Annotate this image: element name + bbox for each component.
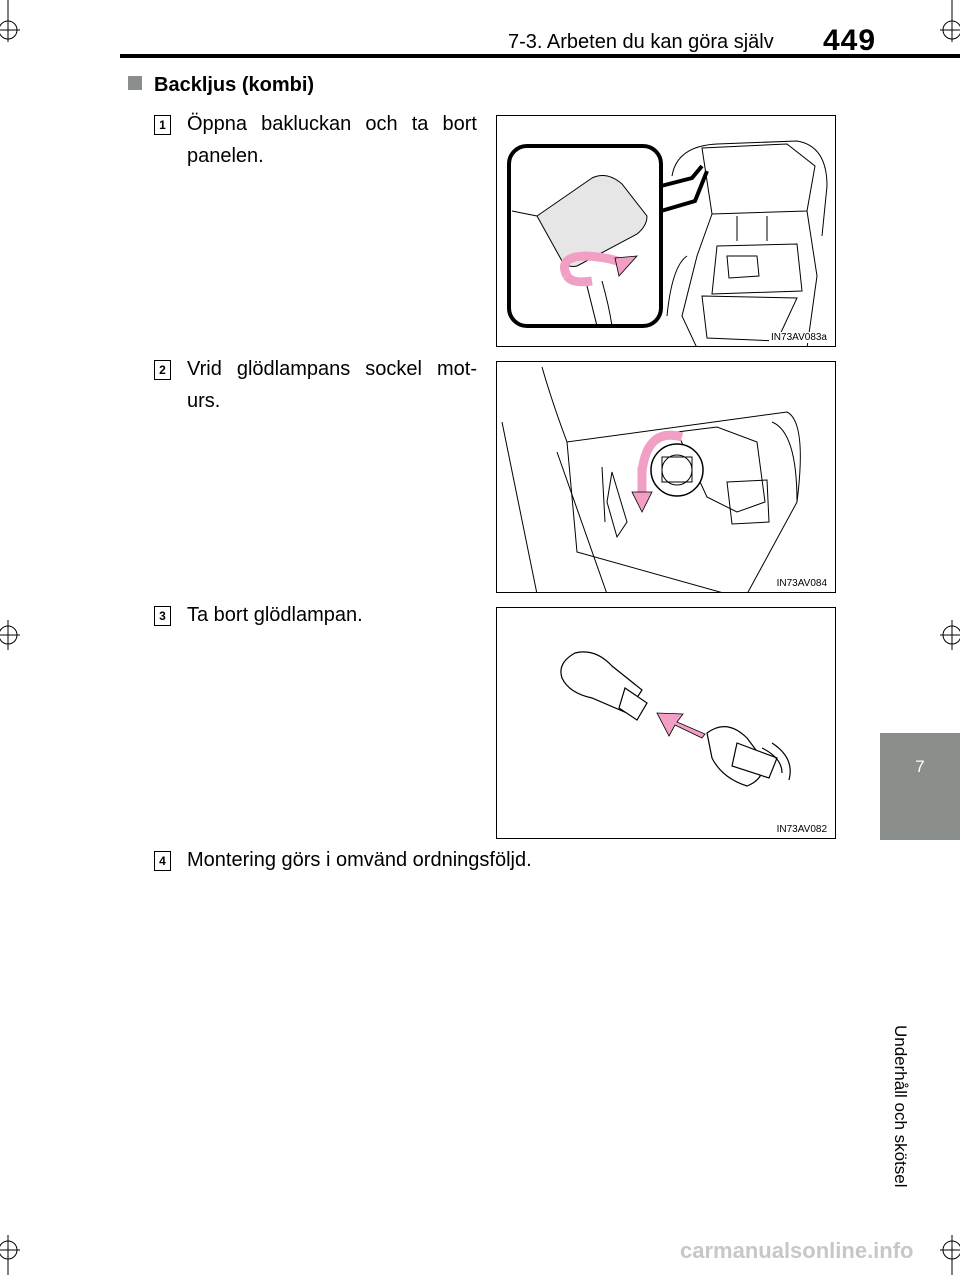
step-text-2: Vrid glödlampans sockel mot-urs. bbox=[187, 358, 477, 412]
remove-bulb-illustration bbox=[560, 651, 791, 787]
step-number-2: 2 bbox=[154, 360, 171, 380]
header-rule bbox=[120, 54, 960, 58]
figure-code-3: IN73AV082 bbox=[774, 824, 829, 835]
figure-tailgate-panel: IN73AV083a bbox=[496, 115, 836, 347]
figure-code-2: IN73AV084 bbox=[774, 578, 829, 589]
section-title: Backljus (kombi) bbox=[128, 74, 314, 97]
bulb-socket-illustration bbox=[501, 366, 801, 592]
figure-remove-bulb: IN73AV082 bbox=[496, 607, 836, 839]
page-number: 449 bbox=[823, 24, 877, 57]
step-number-3: 3 bbox=[154, 606, 171, 626]
square-bullet-icon bbox=[128, 76, 142, 90]
figure-bulb-socket: IN73AV084 bbox=[496, 361, 836, 593]
step-text-1: Öppna bakluckan och ta bort panelen. bbox=[187, 113, 477, 167]
section-header: 7-3. Arbeten du kan göra själv bbox=[508, 31, 774, 53]
section-title-text: Backljus (kombi) bbox=[154, 74, 315, 96]
figure-code-1: IN73AV083a bbox=[769, 332, 829, 343]
step-text-4: Montering görs i omvänd ordningsföljd. bbox=[187, 849, 532, 871]
watermark: carmanualsonline.info bbox=[680, 1238, 914, 1263]
chapter-tab: 7 bbox=[880, 733, 960, 840]
chapter-title: Underhåll och skötsel bbox=[891, 1025, 910, 1188]
step-number-4: 4 bbox=[154, 851, 171, 871]
step-number-1: 1 bbox=[154, 115, 171, 135]
step-text-3: Ta bort glödlampan. bbox=[187, 604, 363, 626]
chapter-number: 7 bbox=[915, 757, 925, 776]
tailgate-panel-illustration bbox=[507, 140, 828, 346]
